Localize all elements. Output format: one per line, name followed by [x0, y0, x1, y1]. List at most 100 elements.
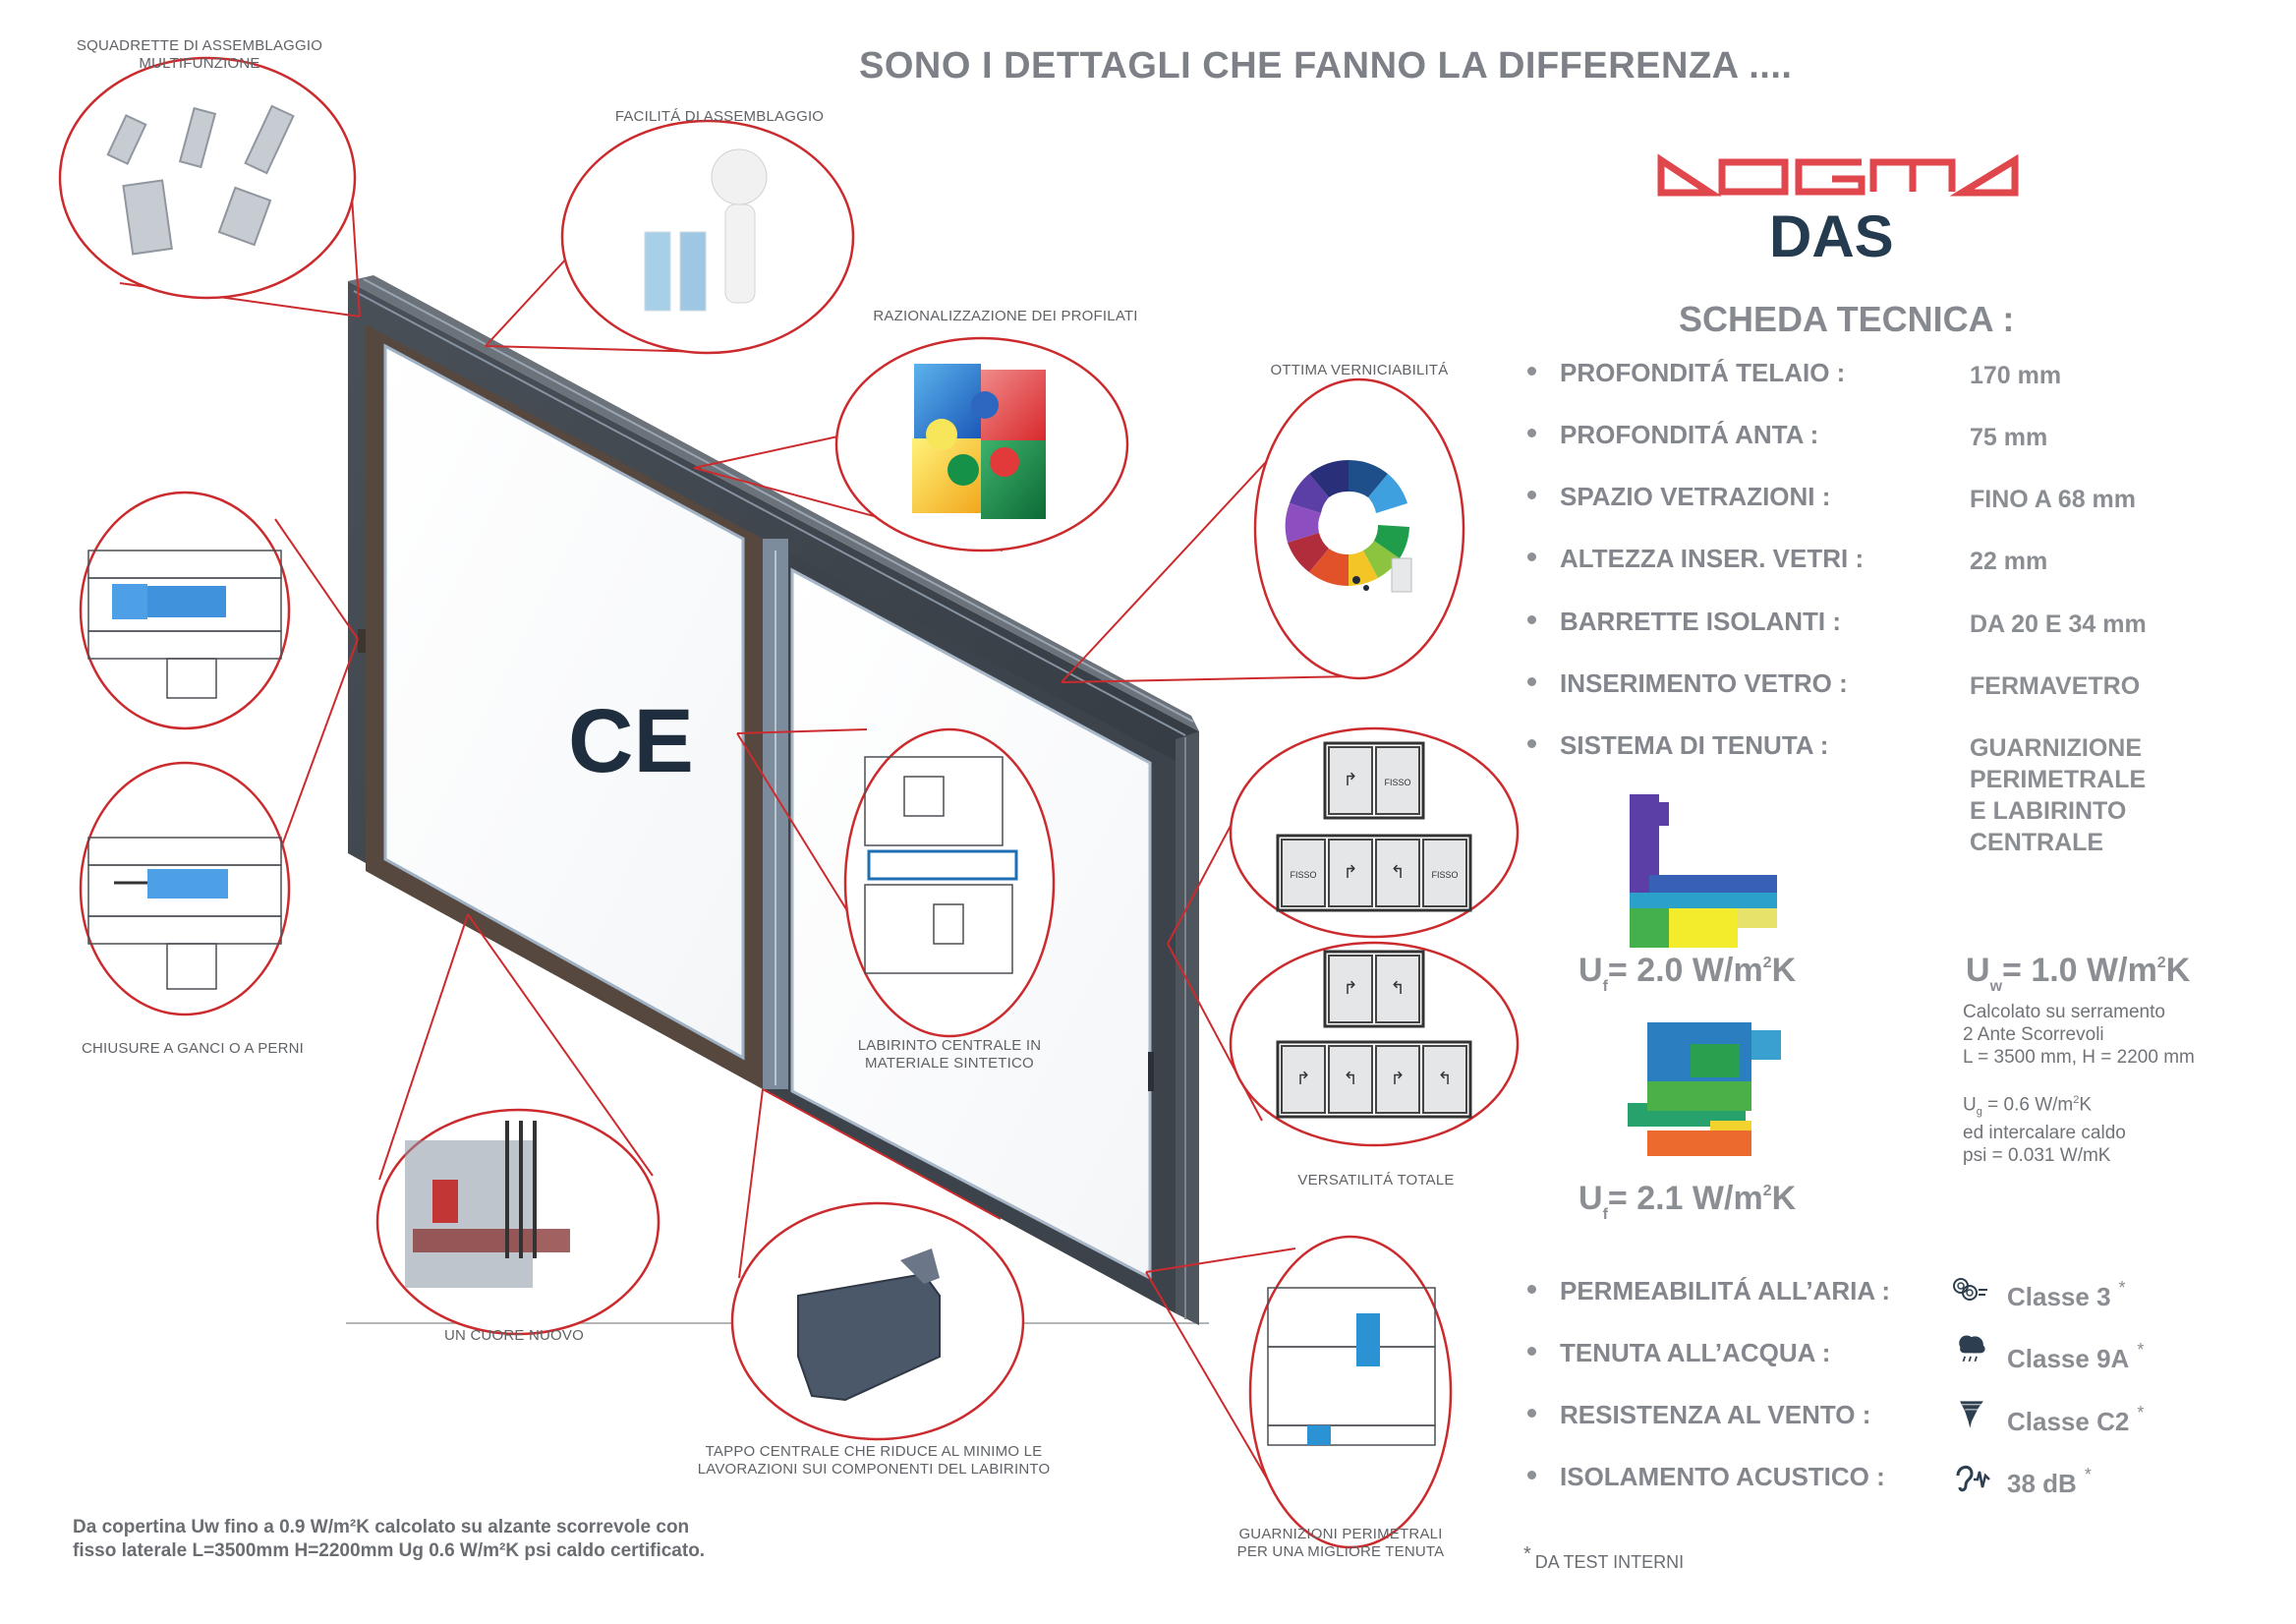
- section-title: SCHEDA TECNICA :: [1679, 299, 2015, 339]
- perf-value-wind: Classe C2*: [2007, 1403, 2144, 1437]
- u-symbol: U: [1578, 1180, 1603, 1217]
- spec-value: FINO A 68 mm: [1970, 486, 2137, 513]
- bracket-parts-icon: [106, 104, 295, 256]
- uf-frame-value: Uf= 2.0 W/m2K: [1578, 952, 1796, 996]
- spec-label: BARRETTE ISOLANTI :: [1560, 607, 1841, 636]
- callout-paintability: [1253, 377, 1465, 680]
- paint-can-icon: [1391, 557, 1412, 593]
- caption-perimeter-gaskets: GUARNIZIONI PERIMETRALI PER UNA MIGLIORE…: [1237, 1526, 1445, 1561]
- callout-pin-lock: [79, 761, 291, 1016]
- perf-label: TENUTA ALL’ACQUA :: [1560, 1338, 1831, 1367]
- slide-left-icon: ↰: [1390, 978, 1405, 998]
- u-exponent: 2: [2156, 955, 2166, 971]
- spec-value-line: CENTRALE: [1970, 829, 2104, 856]
- versatility-panel: [1328, 746, 1373, 815]
- thermal-map-frame: [1630, 794, 1777, 948]
- fixed-panel-label: FISSO: [1384, 778, 1410, 787]
- dogma-logo: [1657, 153, 2019, 197]
- product-name: DAS: [1769, 203, 1894, 269]
- slide-left-icon: ↰: [1390, 862, 1405, 882]
- versatility-panel: [1281, 1045, 1326, 1114]
- lock-component-icon: [112, 584, 147, 619]
- u-exponent: 2: [1762, 955, 1772, 971]
- slide-right-icon: ↱: [1295, 1069, 1310, 1088]
- spec-row-seal-system: SISTEMA DI TENUTA : GUARNIZIONE PERIMETR…: [1527, 730, 2274, 868]
- spec-row-glazing-space: SPAZIO VETRAZIONI : FINO A 68 mm: [1527, 482, 2274, 515]
- footer-note: Da copertina Uw fino a 0.9 W/m²K calcola…: [73, 1516, 705, 1563]
- spec-row-sash-depth: PROFONDITÁ ANTA : 75 mm: [1527, 420, 2274, 453]
- perf-row-wind: RESISTENZA AL VENTO :: [1527, 1400, 2274, 1433]
- caption-central-cap: TAPPO CENTRALE CHE RIDUCE AL MINIMO LE L…: [698, 1443, 1051, 1479]
- perf-row-air: PERMEABILITÁ ALL’ARIA :: [1527, 1276, 2274, 1309]
- ug-exponent: 2: [2073, 1094, 2080, 1106]
- spacer-note: ed intercalare caldo psi = 0.031 W/mK: [1963, 1122, 2126, 1167]
- window-pane-icon: [644, 231, 671, 312]
- slide-right-icon: ↱: [1343, 978, 1357, 998]
- footer-line: Da copertina Uw fino a 0.9 W/m²K calcola…: [73, 1517, 690, 1537]
- spec-row-glass-insertion: INSERIMENTO VETRO : FERMAVETRO: [1527, 668, 2274, 702]
- perf-row-water: TENUTA ALL’ACQUA :: [1527, 1338, 2274, 1371]
- perf-value: Classe 3: [2007, 1282, 2111, 1311]
- spec-label: INSERIMENTO VETRO :: [1560, 668, 1848, 698]
- profile-section-icon: [405, 1140, 533, 1288]
- slide-right-icon: ↱: [1343, 770, 1357, 789]
- spec-value: FERMAVETRO: [1970, 672, 2141, 700]
- bullet-icon: [1527, 739, 1536, 748]
- versatility-config-frame: [1276, 1040, 1472, 1119]
- ug-note: Ug = 0.6 W/m2K: [1963, 1089, 2092, 1124]
- u-symbol: U: [1578, 952, 1603, 989]
- spec-value: 22 mm: [1970, 548, 2048, 575]
- uf-sash-value: Uf= 2.1 W/m2K: [1578, 1180, 1796, 1224]
- pin-component-icon: [147, 869, 228, 899]
- perf-row-acoustic: ISOLAMENTO ACUSTICO :: [1527, 1462, 2274, 1495]
- callout-new-core: [375, 1108, 660, 1336]
- u-symbol: U: [1966, 952, 1990, 989]
- u-unit: K: [2165, 952, 2191, 989]
- bullet-icon: [1527, 491, 1536, 499]
- versatility-config-frame: [1323, 741, 1425, 820]
- spec-value-line: PERIMETRALE: [1970, 766, 2147, 793]
- slide-right-icon: ↱: [1343, 862, 1357, 882]
- bullet-icon: [1527, 1409, 1536, 1418]
- asterisk: *: [2084, 1465, 2092, 1484]
- callout-versatility-top: [1229, 726, 1520, 939]
- ug-symbol: U: [1963, 1094, 1977, 1116]
- spec-value: GUARNIZIONE PERIMETRALE E LABIRINTO CENT…: [1970, 732, 2146, 858]
- versatility-panel: [1422, 839, 1467, 907]
- spec-row-insulating-bars: BARRETTE ISOLANTI : DA 20 E 34 mm: [1527, 607, 2274, 640]
- bullet-icon: [1527, 367, 1536, 376]
- bullet-icon: [1527, 1285, 1536, 1294]
- u-subscript: f: [1602, 1206, 1608, 1223]
- u-value: = 1.0 W/m: [2002, 952, 2157, 989]
- callout-central-labyrinth: [843, 727, 1056, 1038]
- u-unit: K: [1771, 1180, 1797, 1217]
- spec-row-glass-insert-height: ALTEZZA INSER. VETRI : 22 mm: [1527, 544, 2274, 577]
- spec-label: PROFONDITÁ ANTA :: [1560, 420, 1819, 449]
- u-value: = 2.1 W/m: [1607, 1180, 1763, 1217]
- perf-label: PERMEABILITÁ ALL’ARIA :: [1560, 1276, 1891, 1305]
- bullet-icon: [1527, 1347, 1536, 1356]
- window-handle: [1148, 1052, 1154, 1091]
- spec-label: SPAZIO VETRAZIONI :: [1560, 482, 1831, 511]
- u-exponent: 2: [1762, 1183, 1772, 1199]
- puzzle-icon: [912, 364, 1046, 519]
- bullet-icon: [1527, 615, 1536, 624]
- ear-sound-icon: [1956, 1466, 1990, 1492]
- spec-value: 170 mm: [1970, 362, 2062, 389]
- fixed-panel-label: FISSO: [1290, 870, 1316, 880]
- footnote-text: DA TEST INTERNI: [1534, 1552, 1685, 1572]
- slide-left-icon: ↰: [1437, 1069, 1452, 1088]
- spec-value: 75 mm: [1970, 424, 2048, 451]
- ce-mark-text: CE: [568, 691, 694, 791]
- u-value: = 2.0 W/m: [1607, 952, 1763, 989]
- ug-unit: K: [2079, 1094, 2093, 1116]
- tornado-icon: [1960, 1401, 1983, 1428]
- callout-hook-lock: [79, 491, 291, 730]
- caption-central-labyrinth: LABIRINTO CENTRALE IN MATERIALE SINTETIC…: [858, 1037, 1041, 1073]
- rain-cloud-icon: [1959, 1335, 1985, 1363]
- caption-line: MULTIFUNZIONE: [139, 55, 260, 72]
- u-subscript: f: [1602, 978, 1608, 995]
- versatility-panel: [1328, 955, 1373, 1023]
- ce-mark: CE: [568, 691, 694, 791]
